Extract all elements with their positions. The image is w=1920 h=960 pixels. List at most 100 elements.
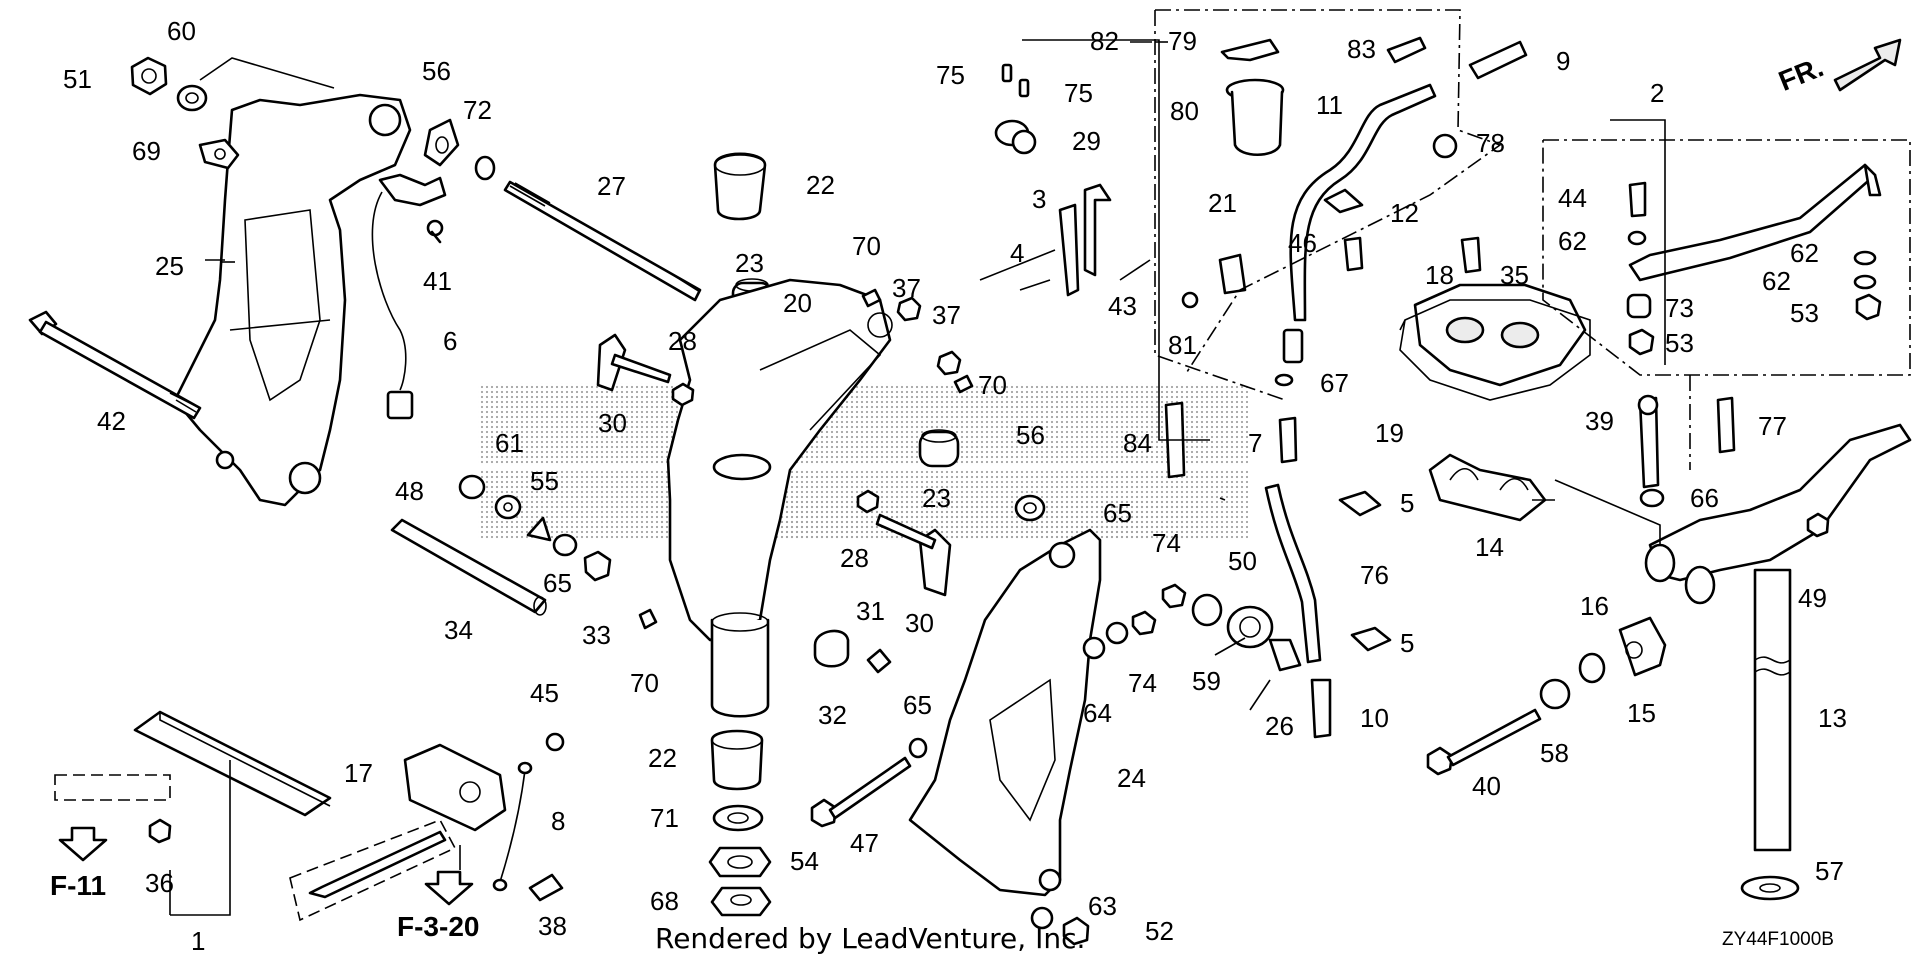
callout-45: 45 bbox=[530, 678, 559, 708]
part-65-washer-b bbox=[908, 737, 928, 759]
part-49-nut bbox=[1806, 512, 1830, 538]
callout-25: 25 bbox=[155, 251, 184, 281]
callout-27: 27 bbox=[597, 171, 626, 201]
callout-72: 72 bbox=[463, 95, 492, 125]
part-5-clip bbox=[1338, 490, 1392, 652]
callout-21: 21 bbox=[1208, 188, 1237, 218]
callout-70c: 70 bbox=[630, 668, 659, 698]
callout-9: 9 bbox=[1556, 46, 1571, 76]
callout-33: 33 bbox=[582, 620, 611, 650]
part-73-collar bbox=[1626, 293, 1652, 319]
callout-37b: 37 bbox=[932, 300, 961, 330]
part-24-bracket bbox=[908, 528, 1102, 897]
callout-52: 52 bbox=[1145, 916, 1174, 946]
callout-70b: 70 bbox=[978, 370, 1007, 400]
callout-75: 75 bbox=[936, 60, 965, 90]
callout-63: 63 bbox=[1088, 891, 1117, 921]
part-66-washer bbox=[1639, 488, 1665, 508]
callout-62c: 62 bbox=[1762, 266, 1791, 296]
callout-66: 66 bbox=[1690, 483, 1719, 513]
credit-text: Rendered by LeadVenture, Inc. bbox=[655, 922, 1086, 955]
part-35-bolt bbox=[1460, 236, 1482, 274]
callout-20: 20 bbox=[783, 288, 812, 318]
part-30-clamp bbox=[596, 333, 672, 392]
ref-f320: F-3-20 bbox=[397, 911, 480, 942]
part-11-hose bbox=[1282, 83, 1437, 364]
callout-74b: 74 bbox=[1128, 668, 1157, 698]
part-41-screw bbox=[426, 219, 444, 244]
callout-50: 50 bbox=[1228, 546, 1257, 576]
part-48-grommet bbox=[458, 474, 486, 500]
callout-37: 37 bbox=[892, 273, 921, 303]
callout-58: 58 bbox=[1540, 738, 1569, 768]
part-39-bolt bbox=[1637, 394, 1660, 489]
part-8-wire bbox=[492, 761, 533, 892]
callout-53b: 53 bbox=[1790, 298, 1819, 328]
part-65-washer-c bbox=[1105, 621, 1129, 645]
callout-69: 69 bbox=[132, 136, 161, 166]
part-28-nut bbox=[671, 382, 880, 514]
part-46-fitting bbox=[1343, 236, 1364, 272]
callout-17: 17 bbox=[344, 758, 373, 788]
part-50-bush bbox=[1226, 605, 1274, 649]
callout-5b: 5 bbox=[1400, 628, 1415, 658]
callout-23: 23 bbox=[735, 248, 764, 278]
callout-10: 10 bbox=[1360, 703, 1389, 733]
callout-56b: 56 bbox=[1016, 420, 1045, 450]
callout-73: 73 bbox=[1665, 293, 1694, 323]
callout-30b: 30 bbox=[905, 608, 934, 638]
part-45-bolt bbox=[545, 732, 565, 752]
part-37-nuts bbox=[896, 296, 962, 376]
part-71-seal bbox=[712, 804, 764, 832]
part-23-bush-b bbox=[918, 429, 960, 468]
part-51-nut bbox=[130, 56, 168, 96]
callout-57: 57 bbox=[1815, 856, 1844, 886]
part-15-bush bbox=[1618, 616, 1667, 677]
part-38-bolt bbox=[528, 873, 564, 902]
callout-47: 47 bbox=[850, 828, 879, 858]
callout-23b: 23 bbox=[922, 483, 951, 513]
callout-60: 60 bbox=[167, 16, 196, 46]
part-36-bolt bbox=[148, 818, 172, 844]
fr-label: FR. bbox=[1774, 51, 1828, 97]
callout-61: 61 bbox=[495, 428, 524, 458]
part-80-collar bbox=[1225, 78, 1285, 157]
part-62-washers bbox=[1627, 230, 1877, 290]
callout-7: 7 bbox=[1248, 428, 1263, 458]
callout-71: 71 bbox=[650, 803, 679, 833]
part-34-tube bbox=[390, 518, 547, 616]
part-42-bolt bbox=[28, 310, 202, 420]
part-56-washer bbox=[423, 118, 460, 167]
callout-62b: 62 bbox=[1790, 238, 1819, 268]
callout-44: 44 bbox=[1558, 183, 1587, 213]
part-40-bolt bbox=[1426, 708, 1542, 776]
callout-36: 36 bbox=[145, 868, 174, 898]
callout-53: 53 bbox=[1665, 328, 1694, 358]
part-32-bush bbox=[813, 629, 850, 668]
callout-1: 1 bbox=[191, 926, 206, 956]
part-72-ring bbox=[474, 155, 496, 181]
callout-19: 19 bbox=[1375, 418, 1404, 448]
callout-55: 55 bbox=[530, 466, 559, 496]
callout-80: 80 bbox=[1170, 96, 1199, 126]
part-60-washer bbox=[176, 84, 208, 112]
diagram-code: ZY44F1000B bbox=[1722, 929, 1834, 950]
callout-65b: 65 bbox=[903, 690, 932, 720]
part-18-cover bbox=[1413, 283, 1587, 387]
part-64-washer bbox=[1082, 636, 1106, 660]
callout-79: 79 bbox=[1168, 26, 1197, 56]
part-3-plate bbox=[1083, 183, 1112, 277]
part-55-grease-fitting bbox=[526, 516, 552, 542]
callout-28: 28 bbox=[668, 326, 697, 356]
callout-14: 14 bbox=[1475, 532, 1504, 562]
callout-22: 22 bbox=[806, 170, 835, 200]
callout-30: 30 bbox=[598, 408, 627, 438]
leader-lines bbox=[169, 39, 1666, 916]
part-76-tube bbox=[1264, 483, 1322, 664]
part-83-fitting bbox=[1386, 36, 1427, 64]
part-79-clip bbox=[1220, 38, 1280, 62]
part-68-plate bbox=[710, 886, 772, 917]
callout-83: 83 bbox=[1347, 34, 1376, 64]
part-22-lower-bush bbox=[710, 729, 764, 791]
callout-78: 78 bbox=[1476, 128, 1505, 158]
